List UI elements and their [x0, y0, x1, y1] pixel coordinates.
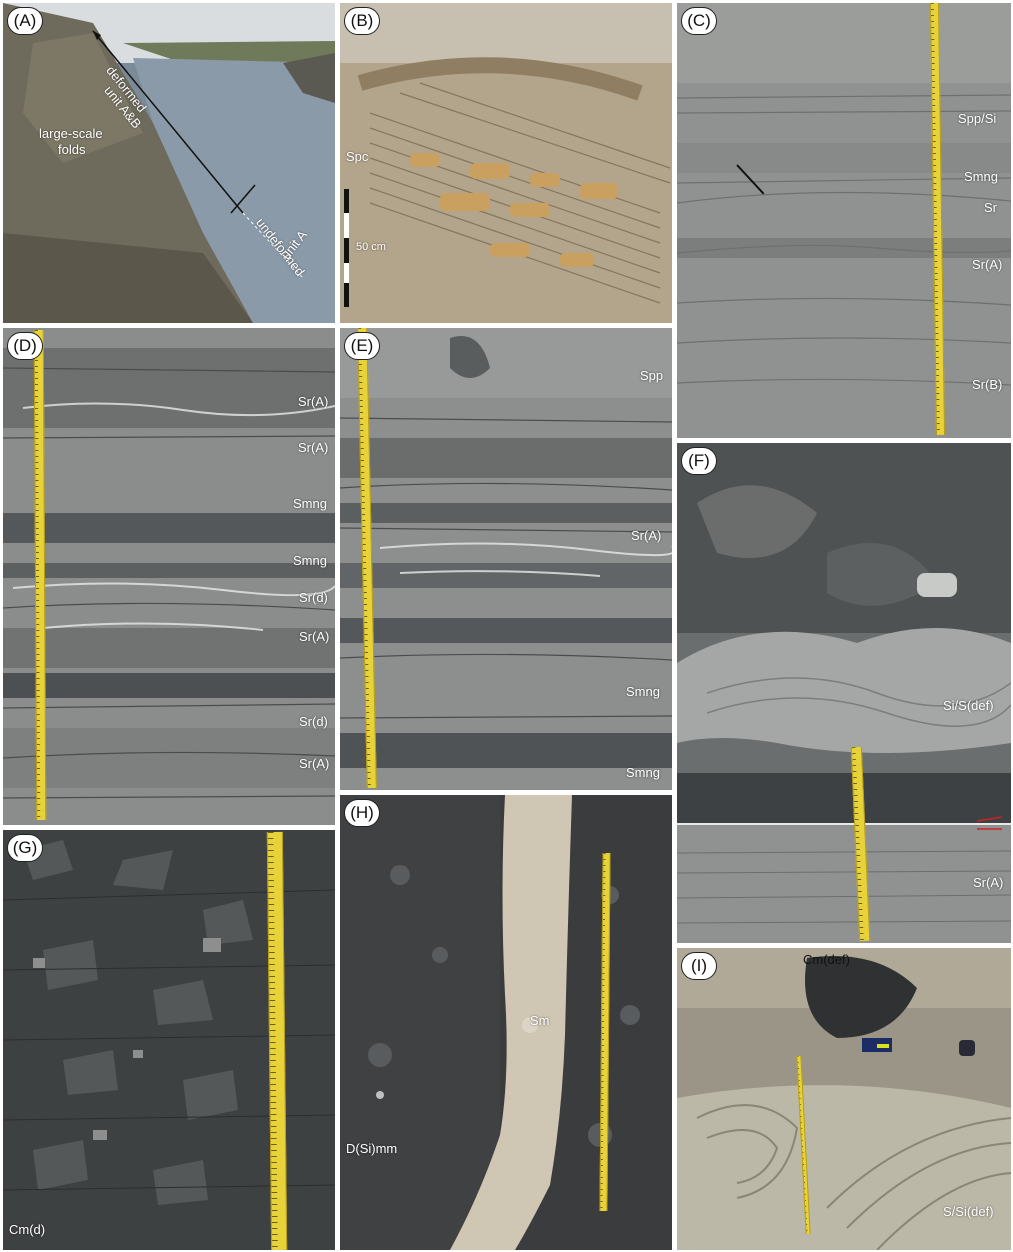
- annotation-d-sr-a-4: Sr(A): [299, 756, 330, 771]
- panel-a-photo: [3, 3, 335, 323]
- panel-e-photo: [340, 328, 672, 790]
- annotation-spc: Spc: [346, 149, 369, 164]
- annotation-i-s-si-def: S/Si(def): [943, 1204, 994, 1219]
- panel-d: (D) Sr(A) Sr(A) Smng Smng Sr(d) Sr(A) Sr…: [3, 328, 335, 825]
- panel-i-label: (I): [681, 952, 717, 980]
- annotation-h-dsimm: D(Si)mm: [346, 1141, 398, 1156]
- annotation-sr-b: Sr(B): [972, 377, 1003, 392]
- panel-b-photo: [340, 3, 672, 323]
- panel-d-label: (D): [7, 332, 43, 360]
- annotation-f-sr-a: Sr(A): [973, 875, 1004, 890]
- panel-i: (I) Cm(def) S/Si(def): [677, 948, 1011, 1250]
- annotation-e-smng-2: Smng: [626, 765, 660, 780]
- annotation-h-sm: Sm: [530, 1013, 550, 1028]
- annotation-d-sr-d-2: Sr(d): [299, 714, 328, 729]
- annotation-d-sr-a-1: Sr(A): [298, 394, 329, 409]
- panel-d-photo: [3, 328, 335, 825]
- annotation-d-sr-a-3: Sr(A): [299, 629, 330, 644]
- annotation-smng: Smng: [964, 169, 998, 184]
- annotation-d-smng-1: Smng: [293, 496, 327, 511]
- annotation-d-sr-d-1: Sr(d): [299, 590, 328, 605]
- panel-g-label: (G): [7, 834, 43, 862]
- panel-c-photo: [677, 3, 1011, 438]
- annotation-sr: Sr: [984, 200, 997, 215]
- panel-f: (F) Si/S(def) Sr(A): [677, 443, 1011, 943]
- panel-h-label: (H): [344, 799, 380, 827]
- panel-b: (B) Spc 50 cm: [340, 3, 672, 323]
- annotation-folds: folds: [58, 142, 86, 157]
- panel-g: (G) Cm(d): [3, 830, 335, 1250]
- panel-f-photo: [677, 443, 1011, 943]
- panel-e: (E) Spp Sr(A) Smng Smng: [340, 328, 672, 790]
- panel-a: (A) deformed unit A&B large-scale folds …: [3, 3, 335, 323]
- annotation-e-sr-a: Sr(A): [631, 528, 662, 543]
- annotation-spp-si: Spp/Si: [958, 111, 997, 126]
- annotation-e-spp: Spp: [640, 368, 664, 383]
- annotation-d-smng-2: Smng: [293, 553, 327, 568]
- annotation-f-si-s-def: Si/S(def): [943, 698, 994, 713]
- panel-i-photo: [677, 948, 1011, 1250]
- annotation-e-smng-1: Smng: [626, 684, 660, 699]
- panel-h-photo: [340, 795, 672, 1250]
- annotation-d-sr-a-2: Sr(A): [298, 440, 329, 455]
- annotation-i-cm-def: Cm(def): [803, 952, 850, 967]
- panel-c: (C) Spp/Si Smng Sr Sr(A) Sr(B): [677, 3, 1011, 438]
- panel-f-label: (F): [681, 447, 717, 475]
- annotation-g-cm-d: Cm(d): [9, 1222, 46, 1237]
- annotation-large-scale: large-scale: [39, 126, 103, 141]
- annotation-sr-a: Sr(A): [972, 257, 1003, 272]
- panel-c-label: (C): [681, 7, 717, 35]
- panel-b-label: (B): [344, 7, 380, 35]
- annotation-scale-50cm: 50 cm: [356, 241, 386, 253]
- panel-h: (H) Sm D(Si)mm: [340, 795, 672, 1250]
- panel-a-label: (A): [7, 7, 43, 35]
- panel-e-label: (E): [344, 332, 380, 360]
